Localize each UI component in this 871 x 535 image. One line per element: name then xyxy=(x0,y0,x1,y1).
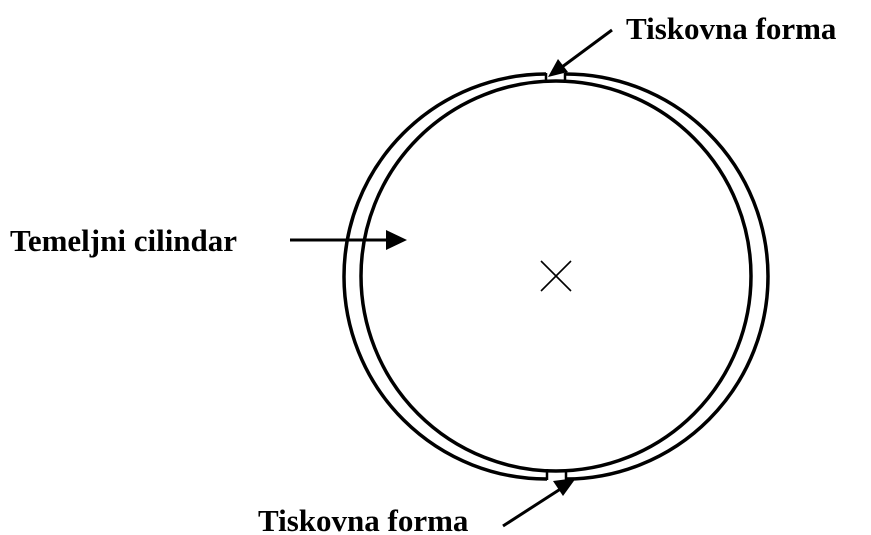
left-arrow xyxy=(290,230,407,250)
top-arrow xyxy=(548,28,613,77)
bottom-arrow xyxy=(502,478,576,528)
center-x-mark xyxy=(540,260,572,292)
printing-form-plates xyxy=(342,72,770,481)
label-printing-form-bottom: Tiskovna forma xyxy=(258,503,469,535)
label-printing-form-top: Tiskovna forma xyxy=(626,11,837,46)
printing-form-outer-left xyxy=(342,72,548,481)
label-base-cylinder: Temeljni cilindar xyxy=(10,223,237,258)
base-cylinder-circle xyxy=(359,79,753,473)
printing-form-outer-right xyxy=(564,72,770,481)
